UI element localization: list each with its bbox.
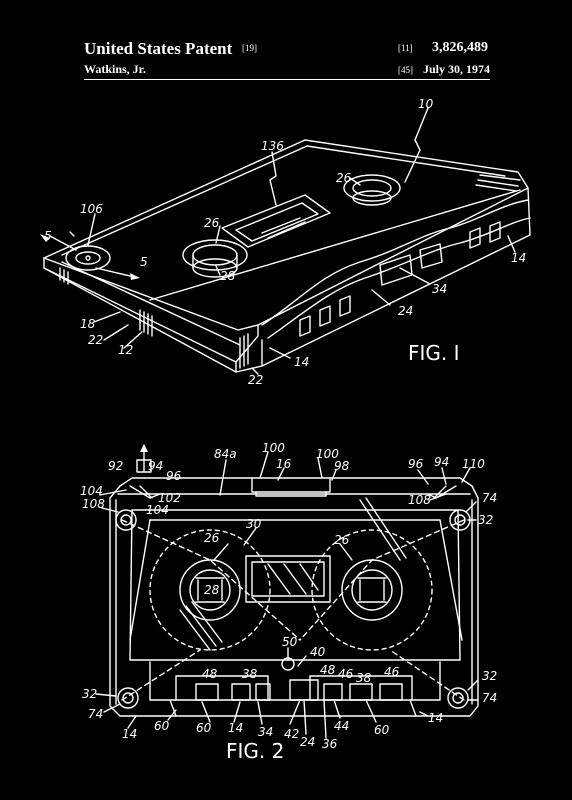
- fig1-ref-28: 28: [220, 269, 236, 283]
- fig2-ref-42: 42: [284, 727, 299, 741]
- fig2-ref-48-left: 48: [202, 667, 218, 681]
- fig2-ref-48-right: 48: [320, 663, 336, 677]
- fig1-ref-106: 106: [80, 202, 103, 216]
- fig2-ref-110: 110: [462, 457, 485, 471]
- fig2-ref-38-right: 38: [356, 671, 372, 685]
- fig1-ref-5-left: 5: [44, 229, 52, 243]
- title-ref-code: [19]: [242, 43, 257, 53]
- fig1-ref-26-left: 26: [204, 216, 220, 230]
- fig1-ref-22-bottom: 22: [248, 373, 263, 387]
- fig2-ref-92: 92: [108, 459, 123, 473]
- fig2-ref-28: 28: [204, 583, 220, 597]
- fig1-ref-22-left: 22: [88, 333, 103, 347]
- patent-title: United States Patent: [84, 39, 233, 58]
- fig2-ref-32-top: 32: [478, 513, 493, 527]
- fig1-ref-26-right: 26: [336, 171, 352, 185]
- fig1-ref-18: 18: [80, 317, 96, 331]
- date-ref-code: [45]: [398, 65, 413, 75]
- fig1-ref-136: 136: [261, 139, 284, 153]
- fig2-ref-36: 36: [322, 737, 338, 751]
- patent-number-ref-code: [11]: [398, 43, 413, 53]
- fig2-ref-84a: 84a: [214, 447, 237, 461]
- fig1-ref-12: 12: [118, 343, 133, 357]
- fig2-ref-96-right: 96: [408, 457, 424, 471]
- fig2-ref-104-left: 104: [80, 484, 103, 498]
- fig1-label: FIG. I: [408, 341, 460, 365]
- fig2-ref-60-mid: 60: [196, 721, 212, 735]
- fig2-ref-14-left: 14: [122, 727, 137, 741]
- fig2-ref-98: 98: [334, 459, 350, 473]
- fig2-ref-96-left: 96: [166, 469, 182, 483]
- fig2-ref-60-left: 60: [154, 719, 170, 733]
- fig2-ref-102: 102: [158, 491, 181, 505]
- fig2-ref-24: 24: [300, 735, 315, 749]
- fig2-ref-14-right: 14: [428, 711, 443, 725]
- fig2-ref-26-right: 26: [334, 533, 350, 547]
- fig2-ref-14-mid: 14: [228, 721, 243, 735]
- header-rule: [84, 79, 490, 80]
- fig2-ref-100-right: 100: [316, 447, 339, 461]
- fig2-ref-30: 30: [246, 517, 262, 531]
- fig1-ref-10: 10: [418, 97, 434, 111]
- fig2-ref-108-right: 108: [408, 493, 431, 507]
- fig2-ref-46-left: 46: [338, 667, 354, 681]
- fig2-ref-74-left: 74: [88, 707, 103, 721]
- fig2-ref-26-left: 26: [204, 531, 220, 545]
- fig2-ref-40: 40: [310, 645, 326, 659]
- fig1-ref-34: 34: [432, 282, 447, 296]
- fig1-ref-5-right: 5: [140, 255, 148, 269]
- fig1-ref-24: 24: [398, 304, 413, 318]
- fig2-ref-44: 44: [334, 719, 349, 733]
- fig2-ref-38-left: 38: [242, 667, 258, 681]
- patent-number: 3,826,489: [432, 40, 488, 55]
- fig2-ref-104-right: 104: [146, 503, 169, 517]
- fig2-ref-46-right: 46: [384, 665, 400, 679]
- fig2-ref-32-right: 32: [482, 669, 497, 683]
- fig2-ref-94-left: 94: [148, 459, 163, 473]
- fig2-label: FIG. 2: [226, 739, 284, 763]
- fig2-ref-60-right: 60: [374, 723, 390, 737]
- inventor-name: Watkins, Jr.: [84, 62, 146, 76]
- fig1-ref-14-bottom: 14: [294, 355, 309, 369]
- fig2-ref-74-right: 74: [482, 691, 497, 705]
- fig2-ref-74-top: 74: [482, 491, 497, 505]
- fig2-ref-100-left: 100: [262, 441, 285, 455]
- fig2-ref-16: 16: [276, 457, 292, 471]
- fig2-ref-108-left: 108: [82, 497, 105, 511]
- fig1-ref-14-right: 14: [511, 251, 526, 265]
- fig2-ref-34: 34: [258, 725, 273, 739]
- fig2-ref-32-left: 32: [82, 687, 97, 701]
- fig2-ref-50: 50: [282, 635, 298, 649]
- fig2-ref-94-right: 94: [434, 455, 449, 469]
- patent-date: July 30, 1974: [423, 62, 491, 76]
